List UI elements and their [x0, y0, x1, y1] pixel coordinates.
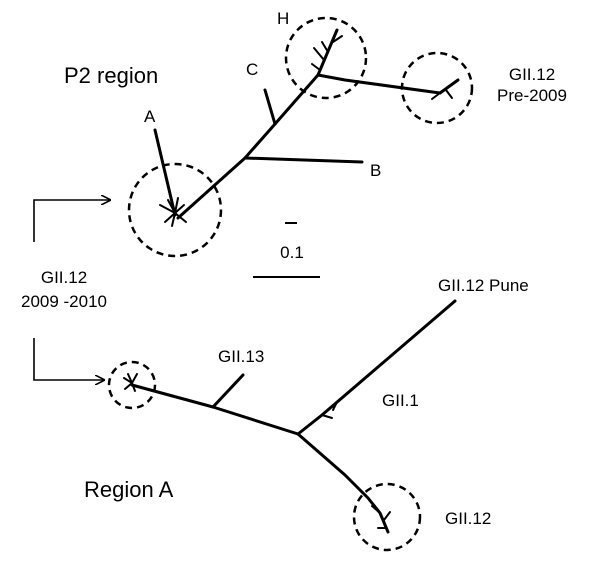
label-h: H: [277, 9, 289, 28]
p2-branch-a: [153, 128, 177, 217]
p2-region-tree: [127, 16, 474, 258]
pre2009-label-line1: GII.12: [509, 65, 555, 84]
pre2009-label-line2: Pre-2009: [497, 86, 567, 105]
label-gii13: GII.13: [218, 347, 264, 366]
label-b: B: [370, 161, 381, 180]
p2-2009-2010-circle: [127, 162, 223, 258]
region-a-branch-gii1: [296, 432, 390, 534]
p2-region-title: P2 region: [64, 63, 158, 88]
pre2009-cluster-circle: [400, 51, 474, 125]
region-a-gii12-twigs: [371, 505, 391, 529]
region-a-tree: [107, 299, 457, 552]
pre2009-cluster-twigs: [431, 78, 460, 100]
scale-bar-label: 0.1: [280, 243, 304, 262]
p2-backbone-branch: [176, 73, 442, 220]
region-a-starburst: [123, 373, 138, 392]
arrow-to-region-a-cluster: [33, 338, 104, 380]
label-c: C: [246, 60, 258, 79]
h-cluster-circle: [284, 16, 368, 100]
group-label-line2: 2009 -2010: [21, 292, 107, 311]
label-gii12: GII.12: [445, 509, 491, 528]
label-a: A: [144, 107, 156, 126]
scale-bar: [253, 222, 320, 278]
h-cluster-twigs: [311, 28, 343, 77]
p2-branch-c: [263, 88, 277, 126]
region-a-backbone-branch: [130, 299, 457, 436]
p2-2009-2010-starburst: [159, 197, 187, 227]
region-a-title: Region A: [84, 477, 174, 502]
region-a-gii1-tick2: [332, 401, 338, 411]
p2-branch-b: [243, 156, 364, 164]
label-gii12-pune: GII.12 Pune: [438, 276, 529, 295]
group-label-line1: GII.12: [41, 268, 87, 287]
region-a-gii12-circle: [352, 482, 422, 552]
arrow-to-p2-cluster: [33, 200, 110, 242]
region-a-2009-2010-circle: [107, 360, 157, 410]
label-gii1: GII.1: [382, 391, 419, 410]
region-a-gii1-tick: [321, 414, 333, 419]
region-a-branch-gii13: [211, 373, 245, 409]
